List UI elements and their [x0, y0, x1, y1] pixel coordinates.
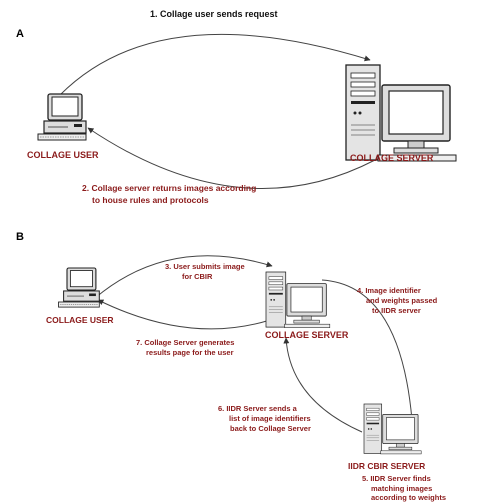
iidr-server-icon [363, 403, 422, 455]
server-computer-icon [345, 64, 457, 162]
step-4-line-3: to IIDR server [372, 306, 421, 315]
b-collage-user-label: COLLAGE USER [46, 315, 114, 325]
step-5-line-2: matching images [371, 484, 432, 493]
step-6-line-2: list of image identifiers [229, 414, 311, 423]
response-arrow [87, 127, 376, 189]
submit-arrow [94, 255, 273, 299]
b-collage-server-label: COLLAGE SERVER [265, 330, 349, 340]
b-user-computer-icon [57, 267, 100, 308]
step-1-text: 1. Collage user sends request [150, 9, 278, 19]
collage-user-label: COLLAGE USER [27, 150, 99, 160]
step-4-line-1: 4. Image identifier [357, 286, 421, 295]
collage-server-label: COLLAGE SERVER [350, 153, 434, 163]
iidr-server-label: IIDR CBIR SERVER [348, 461, 425, 471]
step-3-line-1: 3. User submits image [165, 262, 245, 271]
step-6-line-3: back to Collage Server [230, 424, 311, 433]
b-collage-server-icon [265, 271, 331, 329]
results-page-arrow [97, 299, 271, 330]
identifier-arrow [321, 279, 415, 421]
step-4-line-2: and weights passed [366, 296, 438, 305]
user-computer-icon [37, 93, 87, 141]
step-7-line-2: results page for the user [146, 348, 234, 357]
results-arrow [283, 337, 363, 433]
panel-a-letter: A [16, 28, 24, 40]
request-arrow [59, 34, 371, 96]
step-5-line-1: 5. IIDR Server finds [362, 474, 431, 483]
step-5-line-3: according to weights [371, 493, 446, 502]
step-2-line-2: to house rules and protocols [92, 195, 209, 205]
step-6-line-1: 6. IIDR Server sends a [218, 404, 298, 413]
step-2-line-1: 2. Collage server returns images accordi… [82, 183, 256, 193]
step-3-line-2: for CBIR [182, 272, 213, 281]
panel-b-letter: B [16, 231, 24, 243]
step-7-line-1: 7. Collage Server generates [136, 338, 234, 347]
